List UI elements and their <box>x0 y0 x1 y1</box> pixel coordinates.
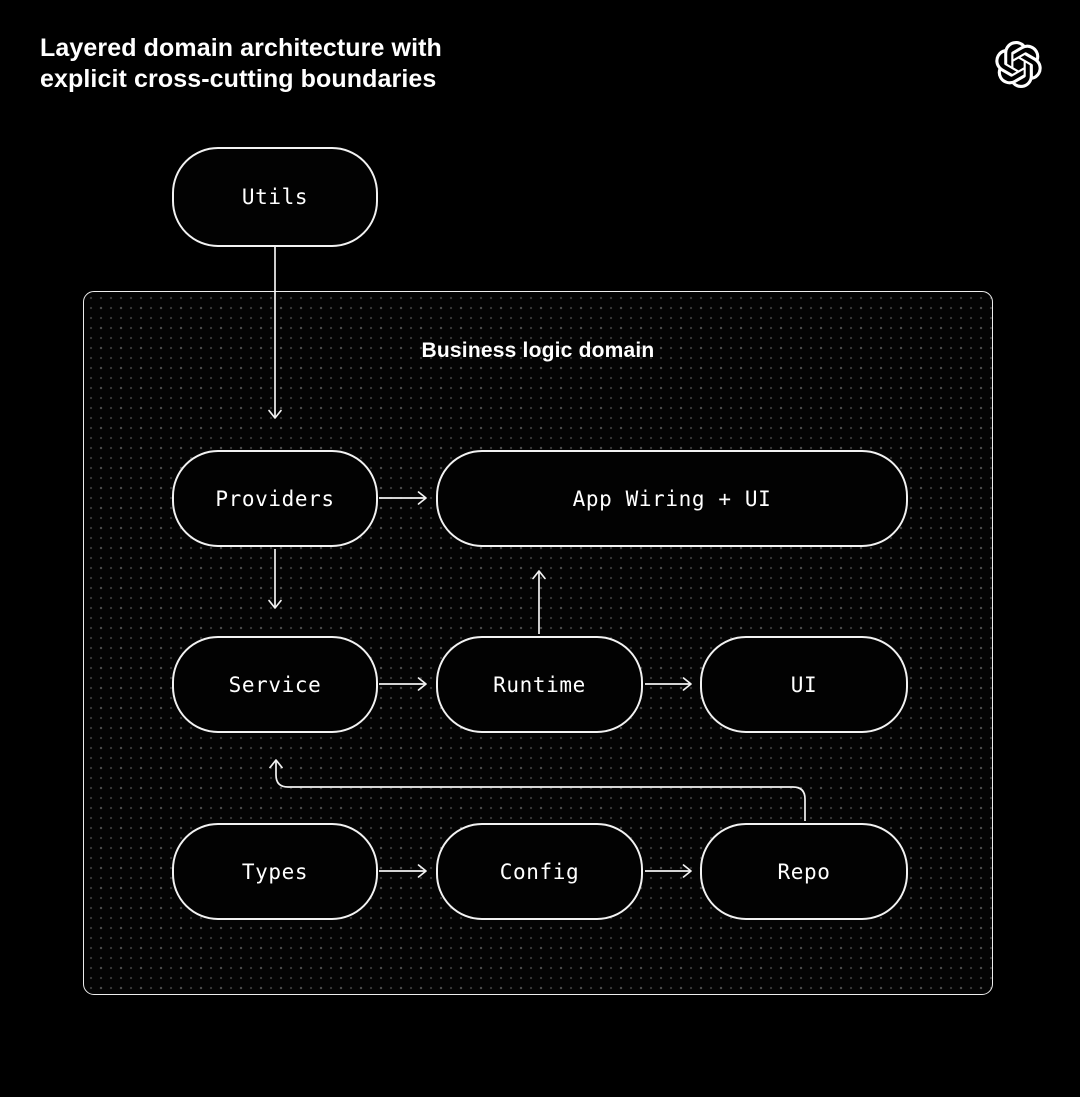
node-types-label: Types <box>241 859 309 884</box>
node-app-wiring-ui: App Wiring + UI <box>436 450 908 547</box>
node-utils-label: Utils <box>241 185 309 209</box>
node-runtime-label: Runtime <box>493 672 586 697</box>
node-config-label: Config <box>499 859 580 884</box>
node-utils: Utils <box>172 147 378 247</box>
node-app-wiring-ui-label: App Wiring + UI <box>572 486 772 511</box>
domain-label: Business logic domain <box>421 339 655 362</box>
node-repo-label: Repo <box>777 859 831 884</box>
node-service-label: Service <box>228 672 322 697</box>
node-ui-label: UI <box>790 672 818 697</box>
page-title: Layered domain architecture with explici… <box>40 34 442 93</box>
node-runtime: Runtime <box>436 636 643 733</box>
openai-logo-icon <box>995 41 1042 88</box>
node-providers: Providers <box>172 450 378 547</box>
node-providers-label: Providers <box>215 486 335 511</box>
node-types: Types <box>172 823 378 920</box>
node-repo: Repo <box>700 823 908 920</box>
node-config: Config <box>436 823 643 920</box>
node-ui: UI <box>700 636 908 733</box>
node-service: Service <box>172 636 378 733</box>
